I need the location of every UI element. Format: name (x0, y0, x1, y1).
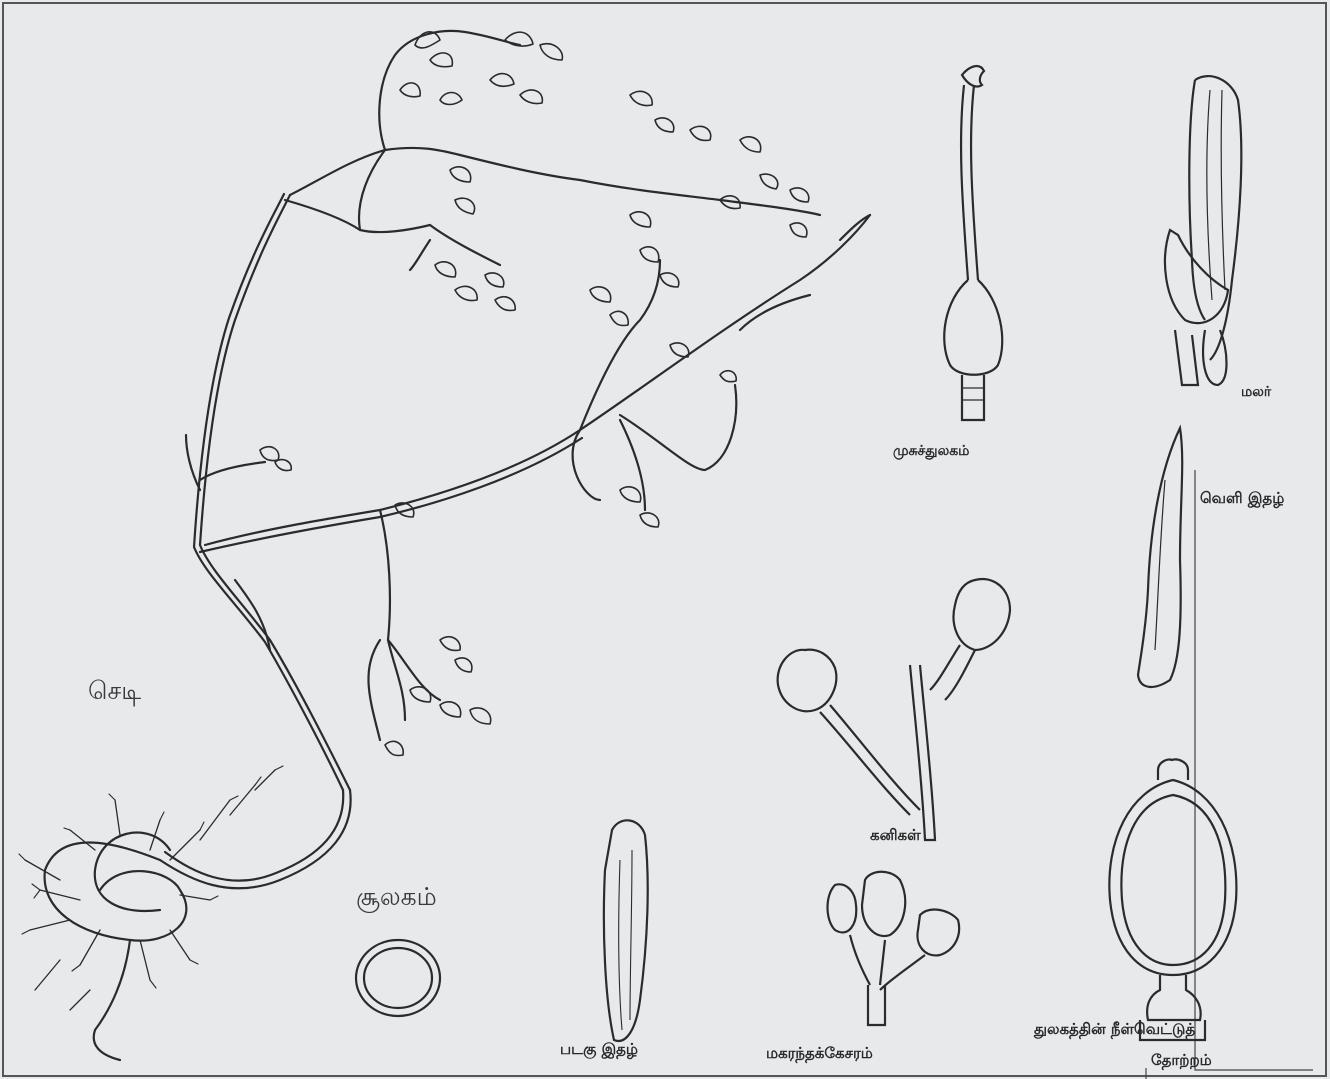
label-stamen-style: முசுச்துலகம் (893, 443, 969, 461)
label-outer-petal: வெளி இதழ் (1200, 489, 1284, 509)
label-flower: மலர் (1241, 384, 1271, 402)
fruits-drawing (778, 579, 1010, 840)
pistil-drawing (356, 940, 440, 1016)
stamens-drawing (828, 872, 960, 1025)
flower-drawing (1165, 76, 1241, 385)
label-wing-petal: படகு இதழ் (560, 1040, 638, 1060)
label-ovary-section-line2: தோற்றம் (1151, 1051, 1212, 1071)
label-ovary-section-line1: துலகத்தின் நீள்வெட்டுத் (1034, 1020, 1195, 1040)
label-fruits: கனிகள் (870, 826, 921, 846)
label-plant: செடி (88, 676, 141, 709)
style-stigma-drawing (944, 66, 1002, 420)
label-stamens: மகரந்தக்கேசரம் (766, 1044, 873, 1064)
label-pistil: சூலகம் (356, 882, 437, 915)
wing-petal-drawing (604, 820, 648, 1041)
plant-drawing (19, 31, 870, 1060)
